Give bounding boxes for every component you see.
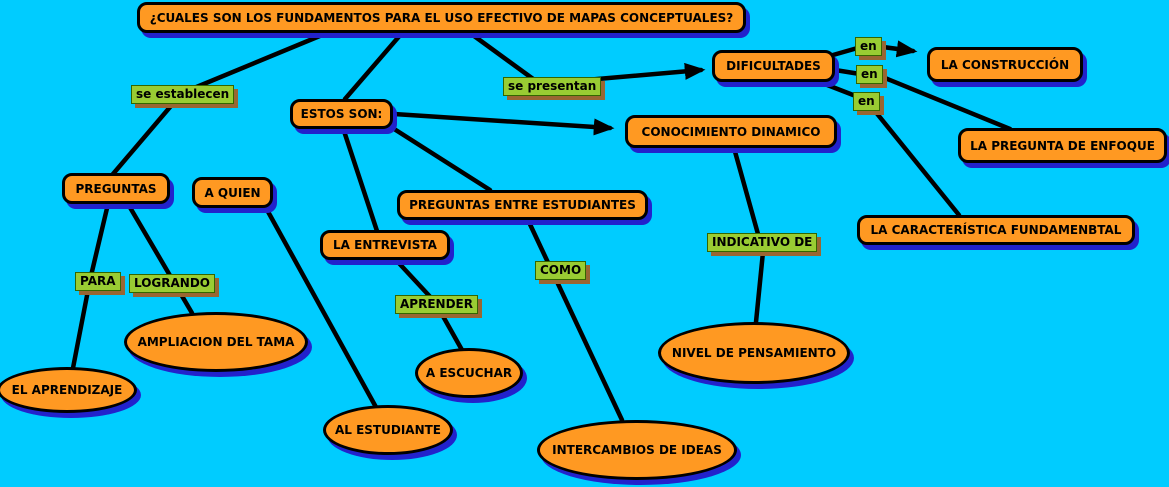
concept-label: LA ENTREVISTA <box>333 238 437 252</box>
concept-label: ESTOS SON: <box>300 107 383 121</box>
concept-la-entrevista[interactable]: LA ENTREVISTA <box>320 230 450 260</box>
concept-a-quien[interactable]: A QUIEN <box>192 177 273 208</box>
concept-nivel-de-pensamiento[interactable]: NIVEL DE PENSAMIENTO <box>658 322 850 384</box>
connection-estos-son-to-la-entrevista <box>340 125 380 234</box>
connection-dificultades-to-la-pregunta-de-enfoque <box>832 67 1013 132</box>
linking-phrase-se-establecen[interactable]: se establecen <box>131 85 235 104</box>
concept-conocimiento-dinamico[interactable]: CONOCIMIENTO DINAMICO <box>625 115 837 148</box>
connection-estos-son-to-conocimiento-dinamico <box>391 111 615 136</box>
concept-intercambios-de-ideas[interactable]: INTERCAMBIOS DE IDEAS <box>537 420 737 480</box>
concept-dificultades[interactable]: DIFICULTADES <box>712 50 835 82</box>
concept-label: AMPLIACION DEL TAMA <box>137 335 295 349</box>
concept-label: NIVEL DE PENSAMIENTO <box>671 346 837 360</box>
concept-preguntas[interactable]: PREGUNTAS <box>62 173 170 204</box>
connection-preguntas-entre-estudiantes-to-intercambios-de-ideas <box>525 217 625 423</box>
linking-phrase-se-presentan[interactable]: se presentan <box>503 77 602 96</box>
concept-label: A QUIEN <box>204 185 261 200</box>
concept-label: PREGUNTAS ENTRE ESTUDIANTES <box>409 198 636 212</box>
linking-phrase-en-3[interactable]: en <box>853 92 880 111</box>
concept-la-pregunta-de-enfoque[interactable]: LA PREGUNTA DE ENFOQUE <box>958 128 1167 163</box>
connection-conocimiento-dinamico-to-nivel-de-pensamiento <box>731 145 766 325</box>
concept-main-question[interactable]: ¿CUALES SON LOS FUNDAMENTOS PARA EL USO … <box>137 2 746 33</box>
linking-phrase-logrando[interactable]: LOGRANDO <box>129 274 216 293</box>
concept-estos-son[interactable]: ESTOS SON: <box>290 99 393 129</box>
linking-phrase-para[interactable]: PARA <box>75 272 121 291</box>
concept-el-aprendizaje[interactable]: EL APRENDIZAJE <box>0 367 137 413</box>
concept-ampliacion-del-tama[interactable]: AMPLIACION DEL TAMA <box>124 312 308 372</box>
concept-preguntas-entre-estudiantes[interactable]: PREGUNTAS ENTRE ESTUDIANTES <box>397 190 648 220</box>
linking-phrase-en-1[interactable]: en <box>855 37 882 56</box>
concept-al-estudiante[interactable]: AL ESTUDIANTE <box>323 405 453 455</box>
connection-main-question-to-estos-son <box>342 30 405 102</box>
concept-label: ¿CUALES SON LOS FUNDAMENTOS PARA EL USO … <box>149 10 734 25</box>
concept-label: INTERCAMBIOS DE IDEAS <box>552 443 722 457</box>
concept-label: LA CARACTERÍSTICA FUNDAMENBTAL <box>870 223 1122 237</box>
connection-a-quien-to-al-estudiante <box>263 205 380 412</box>
concept-a-escuchar[interactable]: A ESCUCHAR <box>415 348 523 398</box>
concept-label: A ESCUCHAR <box>425 366 513 380</box>
concept-label: PREGUNTAS <box>75 181 157 196</box>
connection-estos-son-to-preguntas-entre-estudiantes <box>388 124 493 193</box>
connection-preguntas-to-ampliacion-del-tama <box>125 201 195 316</box>
concept-label: CONOCIMIENTO DINAMICO <box>641 124 821 139</box>
concept-label: LA PREGUNTA DE ENFOQUE <box>970 138 1155 153</box>
concept-label: EL APRENDIZAJE <box>11 383 123 397</box>
concept-label: DIFICULTADES <box>726 59 821 73</box>
linking-phrase-aprender[interactable]: APRENDER <box>395 295 478 314</box>
linking-phrase-como[interactable]: COMO <box>535 261 587 280</box>
linking-phrase-en-2[interactable]: en <box>856 65 883 84</box>
concept-label: LA CONSTRUCCIÓN <box>940 57 1070 72</box>
linking-phrase-indicativo-de[interactable]: INDICATIVO DE <box>707 233 818 252</box>
concept-la-caracteristica-fundamenbtal[interactable]: LA CARACTERÍSTICA FUNDAMENBTAL <box>857 215 1135 245</box>
concept-label: AL ESTUDIANTE <box>334 423 442 437</box>
concept-la-construccion[interactable]: LA CONSTRUCCIÓN <box>927 47 1083 82</box>
